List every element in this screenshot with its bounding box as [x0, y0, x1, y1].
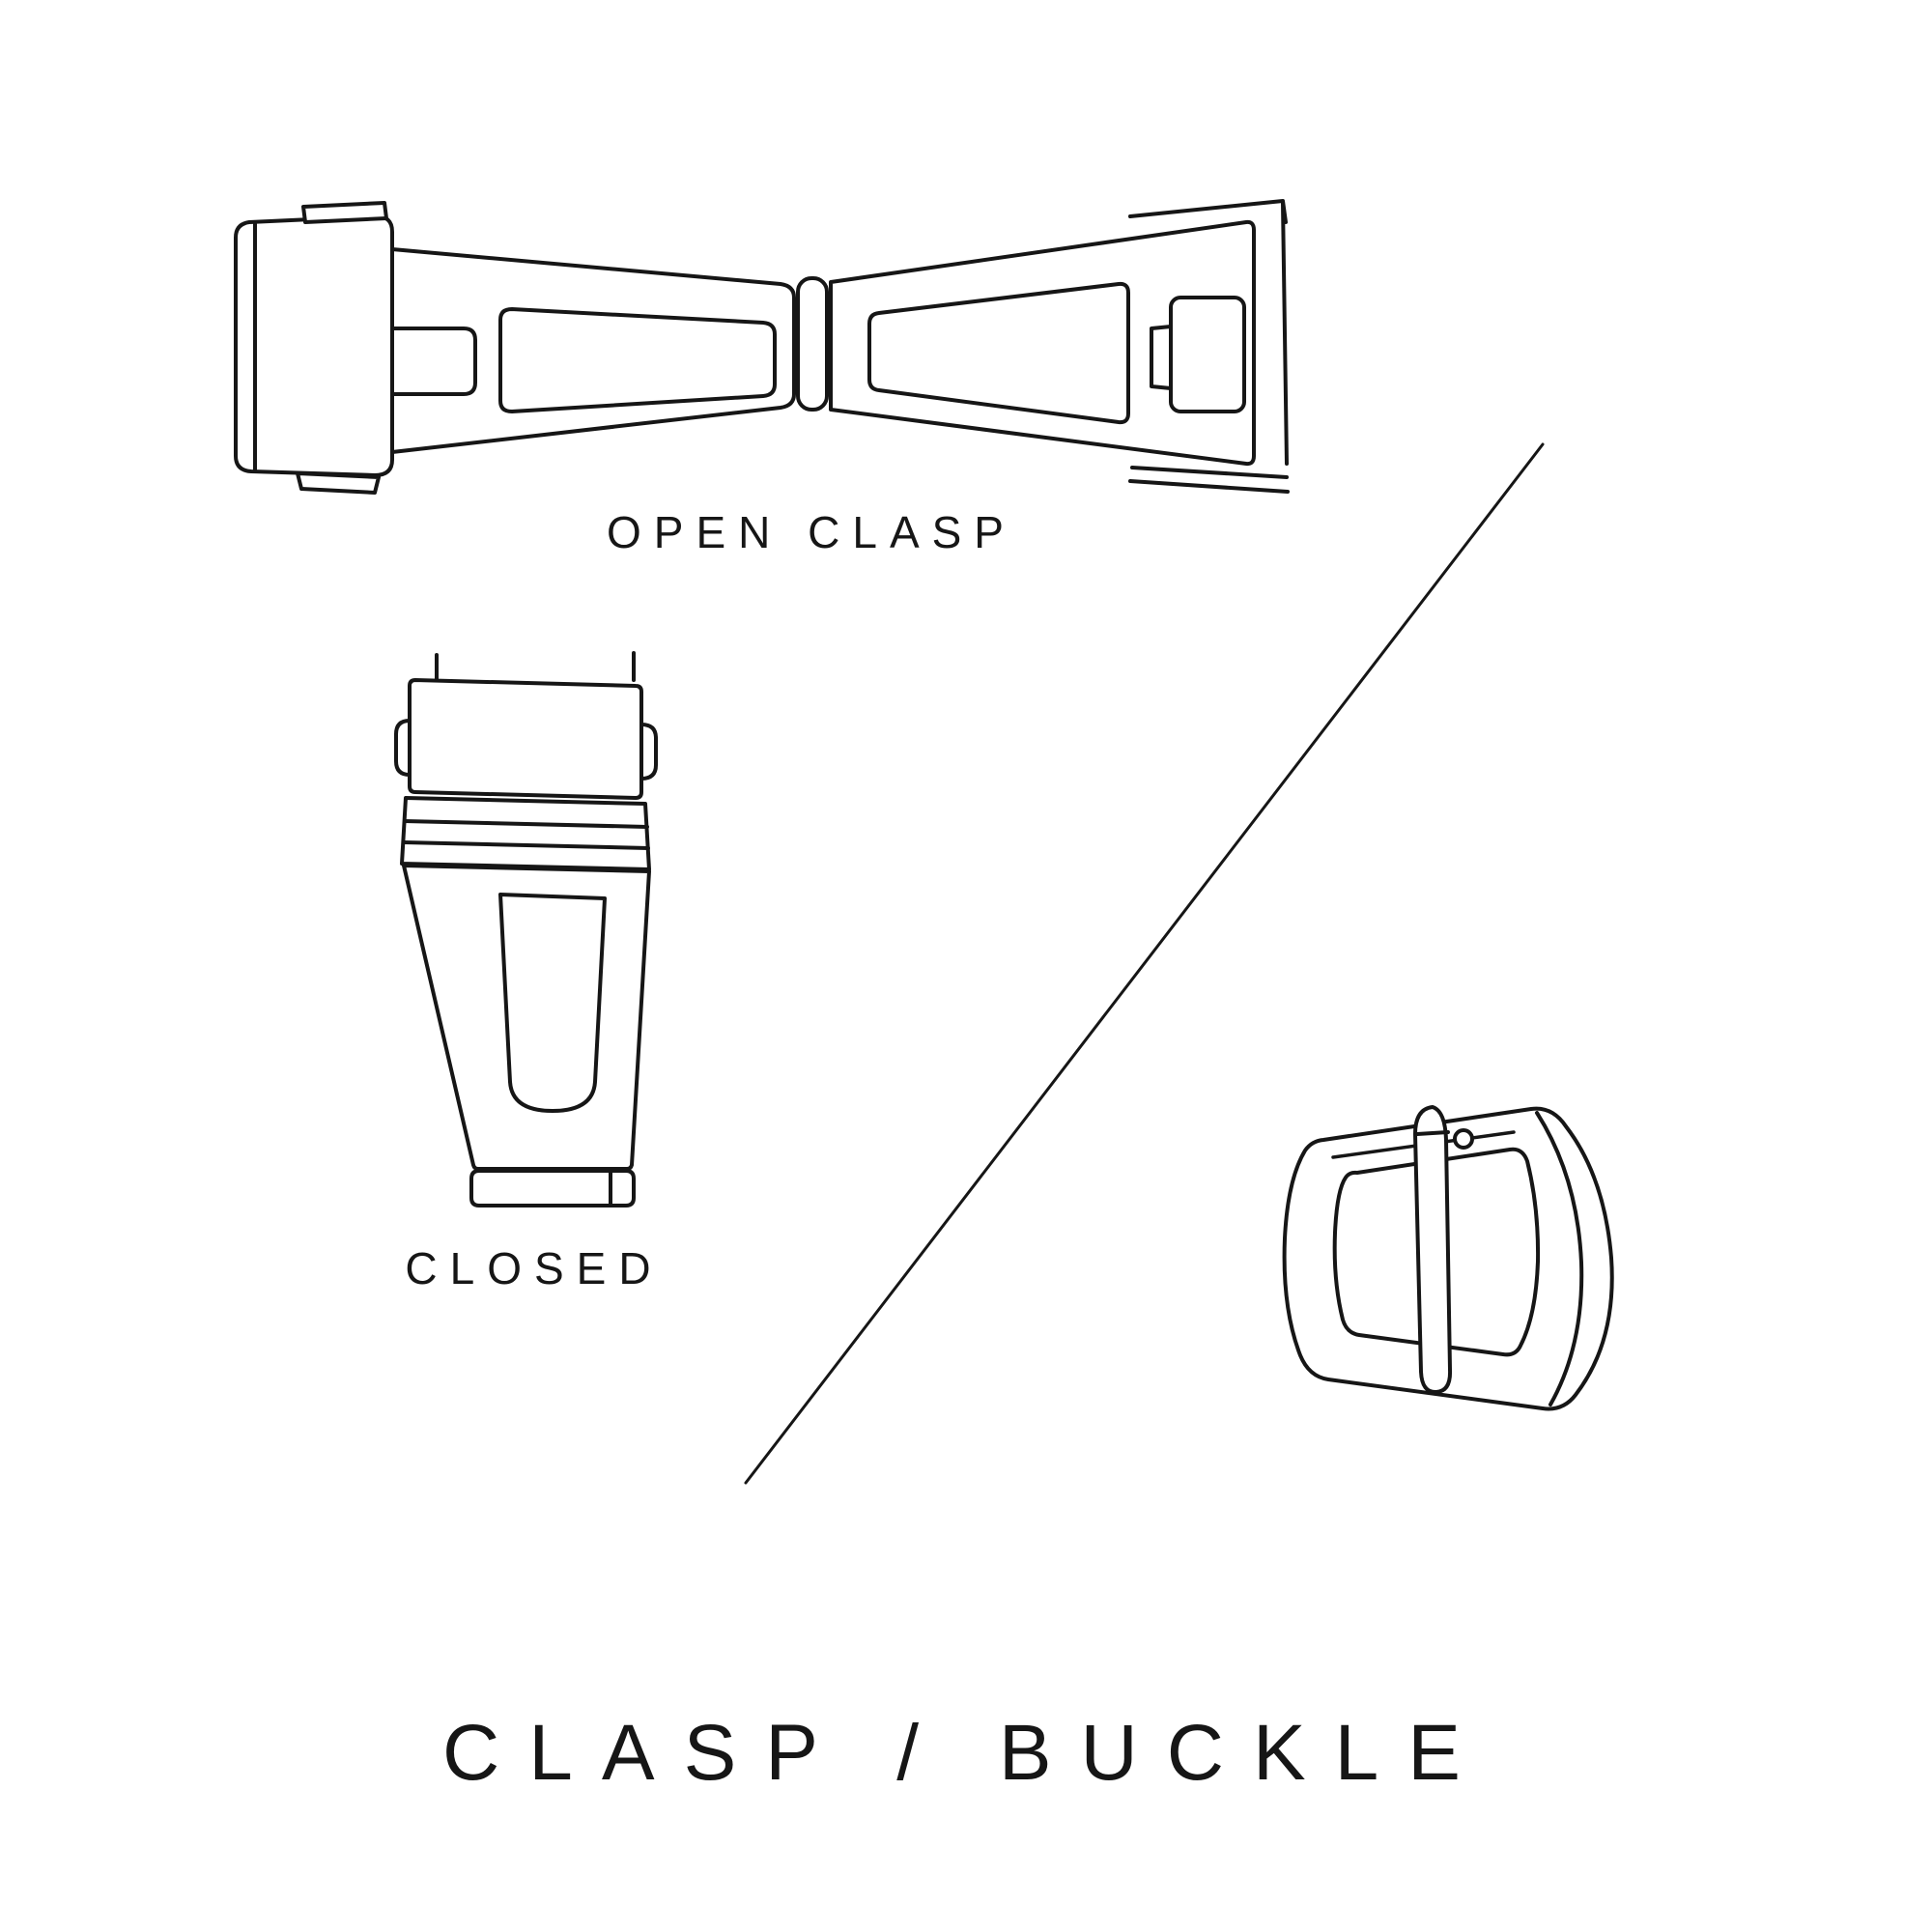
diagram-title: CLASP / BUCKLE	[442, 1709, 1490, 1797]
open-clasp-drawing	[234, 199, 1290, 495]
open-deployant-clasp-illustration	[234, 199, 1290, 495]
closed-clasp-drawing	[394, 651, 658, 1208]
pin-buckle-drawing	[1282, 1105, 1614, 1411]
pin-buckle-illustration	[1282, 1105, 1614, 1411]
closed-deployant-clasp-illustration	[394, 651, 658, 1208]
hinge	[796, 276, 829, 412]
buckle-tang	[1413, 1105, 1453, 1395]
open-clasp-label: OPEN CLASP	[607, 507, 1016, 557]
closed-clasp-label: CLOSED	[405, 1243, 664, 1293]
